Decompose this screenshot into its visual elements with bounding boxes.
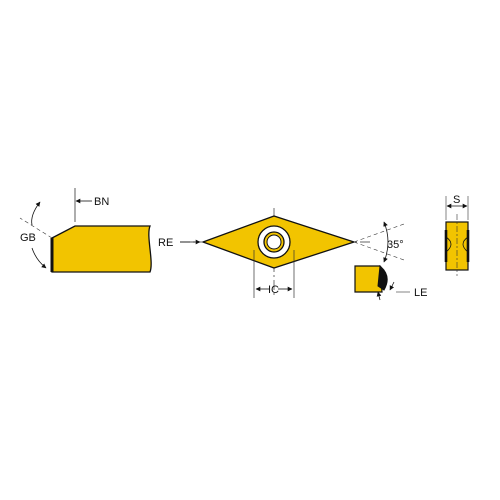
gb-arc-upper	[31, 201, 41, 226]
insert-top-view: RE IC 35°	[158, 208, 405, 298]
angle-label: 35°	[387, 239, 404, 251]
le-label: LE	[414, 287, 427, 299]
corner-detail-view: LE	[354, 265, 427, 301]
gb-label: GB	[20, 232, 36, 244]
le-arrow-right	[389, 281, 395, 291]
bn-label: BN	[94, 196, 109, 208]
ic-label: IC	[268, 284, 279, 296]
edge-profile-view: BN GB	[19, 188, 152, 273]
insert-hole-inner	[266, 234, 282, 250]
re-label: RE	[158, 237, 173, 249]
corner-detail-body	[354, 265, 383, 293]
gb-reference-line	[19, 217, 53, 239]
angle-reference-upper	[353, 223, 405, 243]
corner-edge-tip	[377, 265, 388, 291]
gb-arc-lower	[31, 247, 47, 269]
side-view-hole-profile	[445, 236, 469, 253]
angle-arc	[383, 221, 389, 263]
s-label: S	[453, 194, 460, 206]
le-arrow-left	[376, 291, 382, 301]
insert-side-view: S	[444, 194, 470, 276]
angle-reference-lower	[353, 241, 405, 261]
edge-profile-body	[51, 225, 152, 273]
